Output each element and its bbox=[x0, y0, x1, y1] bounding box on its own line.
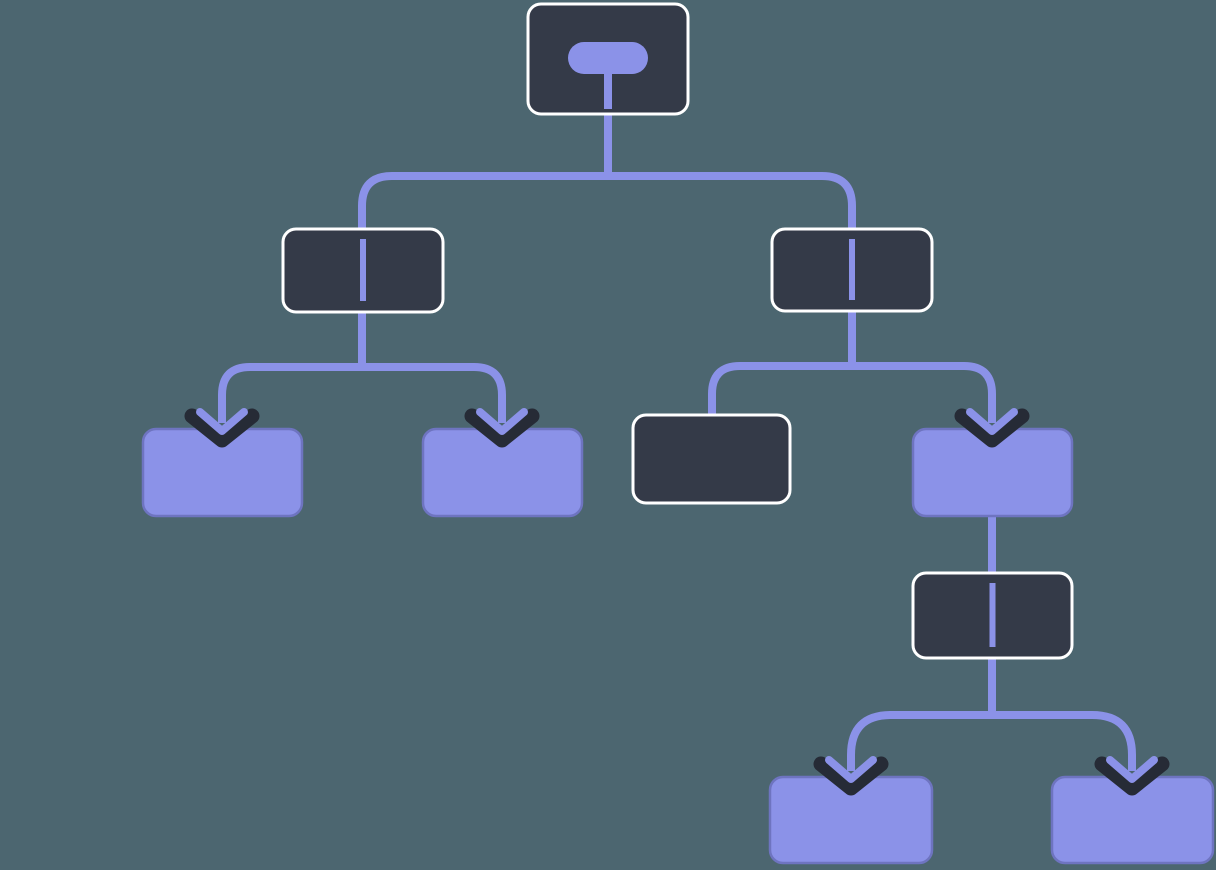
root-pill-icon bbox=[568, 42, 648, 109]
tree-node-branch-lower bbox=[911, 571, 1074, 660]
arrowhead-outline bbox=[954, 408, 1030, 448]
pill-shape bbox=[568, 42, 648, 74]
tree-node-child-dark bbox=[631, 413, 792, 505]
connector-edges bbox=[218, 114, 1136, 771]
arrowhead-outline bbox=[464, 408, 540, 448]
arrowhead-outline bbox=[813, 756, 889, 796]
arrowhead-icon bbox=[184, 408, 260, 448]
arrowhead-outline bbox=[184, 408, 260, 448]
arrowhead-icon bbox=[813, 756, 889, 796]
connector-root-to-branches bbox=[358, 114, 856, 230]
vertical-bar-icon bbox=[989, 583, 996, 647]
arrowhead-chevron bbox=[825, 756, 877, 783]
vertical-bar-icon bbox=[360, 239, 366, 301]
pill-stem bbox=[604, 70, 612, 109]
arrowhead-icon bbox=[464, 408, 540, 448]
tree-node-branch-left bbox=[281, 227, 445, 314]
arrowhead-chevron bbox=[966, 408, 1018, 435]
arrowhead-icon bbox=[1094, 756, 1170, 796]
connector-branch-right-to-children bbox=[708, 311, 996, 423]
connector-branch-left-to-leaves bbox=[218, 312, 506, 423]
tree-node-branch-right bbox=[770, 227, 934, 313]
tree-node-root bbox=[526, 2, 690, 116]
vertical-bar-icon bbox=[849, 239, 855, 300]
arrowhead-icon bbox=[954, 408, 1030, 448]
node-box-dark bbox=[631, 413, 792, 505]
connector-branch-lower-to-leaves bbox=[847, 658, 1136, 771]
arrowhead-chevron bbox=[476, 408, 528, 435]
arrowhead-outline bbox=[1094, 756, 1170, 796]
arrowhead-chevron bbox=[1106, 756, 1158, 783]
arrowhead-chevron bbox=[196, 408, 248, 435]
